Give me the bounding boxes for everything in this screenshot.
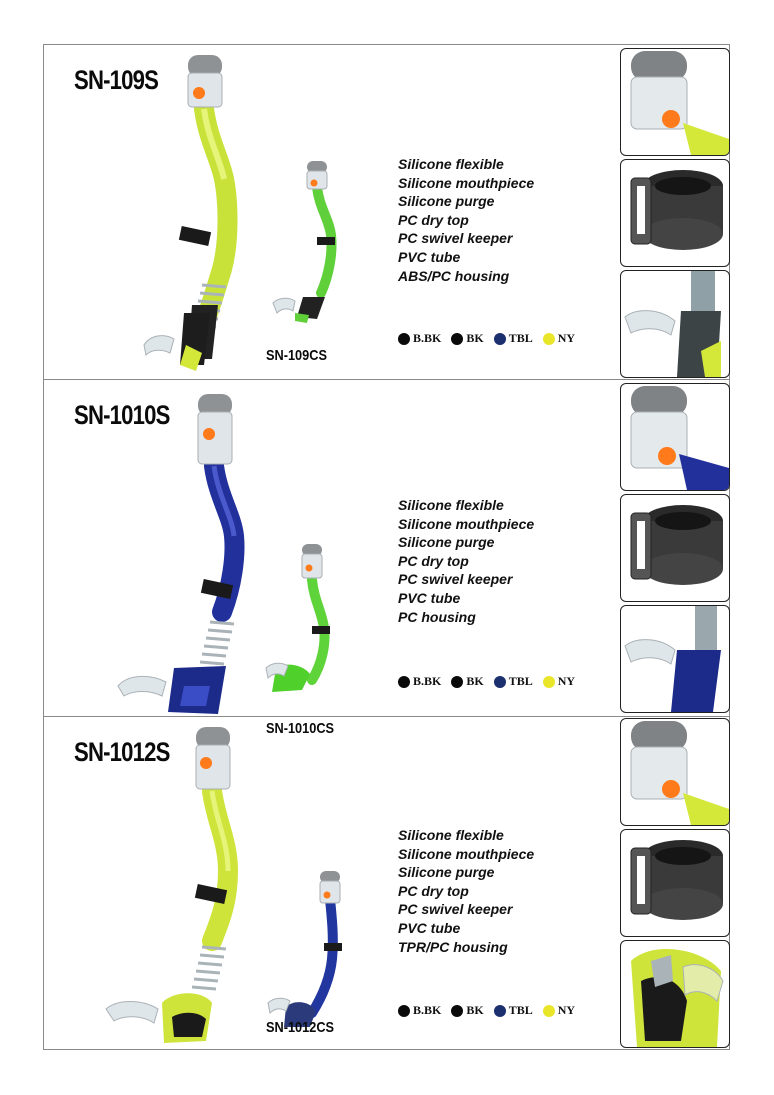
color-option: NY [542, 331, 576, 346]
snorkel-adult-image [105, 727, 239, 1043]
snorkel-child-image [267, 871, 342, 1027]
color-dot-icon [493, 675, 506, 688]
color-code: NY [557, 331, 576, 345]
color-option: B.BK [398, 1003, 441, 1018]
color-options: B.BK BK TBL NY [398, 674, 575, 689]
housing-detail-image [620, 605, 730, 713]
feature-item: PC housing [398, 608, 476, 625]
color-option: BK [451, 674, 484, 689]
product-section-sn-1012s: SN-1012S SN-1012CS [44, 716, 730, 1049]
feature-item: PC swivel keeper [398, 901, 513, 918]
feature-item: TPR/PC housing [398, 938, 508, 955]
feature-item: Silicone flexible [398, 827, 504, 843]
feature-item: Silicone flexible [398, 156, 504, 172]
feature-item: Silicone mouthpiece [398, 515, 535, 532]
feature-list: Silicone flexible Silicone mouthpiece Si… [398, 155, 534, 285]
product-section-sn-1010s: SN-1010S SN-1010CS [44, 379, 730, 737]
color-code: BK [466, 331, 484, 345]
child-model-label: SN-109CS [266, 347, 327, 364]
dry-top-detail-image [620, 48, 730, 156]
swivel-keeper-detail-image [620, 494, 730, 602]
color-option: TBL [493, 331, 533, 346]
feature-item: PVC tube [398, 248, 461, 265]
color-dot-icon [398, 332, 410, 345]
color-options: B.BK BK TBL NY [398, 1003, 575, 1018]
swivel-keeper-detail-image [620, 829, 730, 937]
color-dot-icon [398, 1004, 410, 1017]
color-code: NY [557, 1003, 576, 1017]
housing-detail-image [620, 270, 730, 378]
model-title: SN-109S [74, 65, 159, 95]
color-code: BK [466, 1003, 484, 1017]
color-dot-icon [451, 332, 464, 345]
color-option: BK [451, 331, 484, 346]
color-options: B.BK BK TBL NY [398, 331, 575, 346]
feature-item: PC dry top [398, 552, 469, 569]
color-dot-icon [542, 1004, 555, 1017]
snorkel-child-image [272, 161, 337, 323]
catalog-sheet: SN-109S [43, 44, 730, 1050]
feature-item: Silicone mouthpiece [398, 174, 535, 191]
color-dot-icon [451, 675, 464, 688]
feature-item: PC dry top [398, 211, 469, 228]
color-dot-icon [542, 332, 555, 345]
dry-top-detail-image [620, 718, 730, 826]
child-model-label: SN-1012CS [266, 1019, 335, 1036]
color-code: B.BK [413, 674, 442, 688]
color-option: NY [542, 674, 576, 689]
color-code: NY [557, 674, 576, 688]
product-section-sn-109s: SN-109S [44, 45, 730, 379]
child-model-label: SN-1010CS [266, 720, 335, 737]
color-code: B.BK [413, 1003, 442, 1017]
feature-list: Silicone flexible Silicone mouthpiece Si… [398, 826, 534, 956]
feature-list: Silicone flexible Silicone mouthpiece Si… [398, 496, 534, 626]
color-code: TBL [508, 674, 533, 688]
color-code: TBL [508, 1003, 533, 1017]
snorkel-adult-image [143, 55, 238, 371]
color-option: NY [542, 1003, 576, 1018]
color-dot-icon [493, 332, 506, 345]
dry-top-detail-image [620, 383, 730, 491]
color-dot-icon [493, 1004, 506, 1017]
color-option: TBL [493, 1003, 533, 1018]
feature-item: PC swivel keeper [398, 230, 513, 247]
feature-item: PVC tube [398, 589, 461, 606]
feature-item: PC dry top [398, 882, 469, 899]
color-option: BK [451, 1003, 484, 1018]
color-dot-icon [398, 675, 410, 688]
color-option: B.BK [398, 674, 441, 689]
feature-item: Silicone purge [398, 534, 495, 551]
color-code: TBL [508, 331, 533, 345]
snorkel-adult-image [117, 394, 245, 714]
feature-item: Silicone purge [398, 193, 495, 210]
model-title: SN-1012S [74, 737, 170, 767]
color-option: B.BK [398, 331, 441, 346]
housing-detail-image [620, 940, 730, 1048]
feature-item: Silicone purge [398, 864, 495, 881]
feature-item: Silicone mouthpiece [398, 845, 535, 862]
snorkel-child-image [265, 544, 330, 692]
color-code: B.BK [413, 331, 442, 345]
color-code: BK [466, 674, 484, 688]
feature-item: PVC tube [398, 919, 461, 936]
model-title: SN-1010S [74, 400, 170, 430]
feature-item: ABS/PC housing [398, 267, 510, 284]
color-dot-icon [451, 1004, 464, 1017]
feature-item: PC swivel keeper [398, 571, 513, 588]
color-dot-icon [542, 675, 555, 688]
feature-item: Silicone flexible [398, 497, 504, 513]
color-option: TBL [493, 674, 533, 689]
swivel-keeper-detail-image [620, 159, 730, 267]
